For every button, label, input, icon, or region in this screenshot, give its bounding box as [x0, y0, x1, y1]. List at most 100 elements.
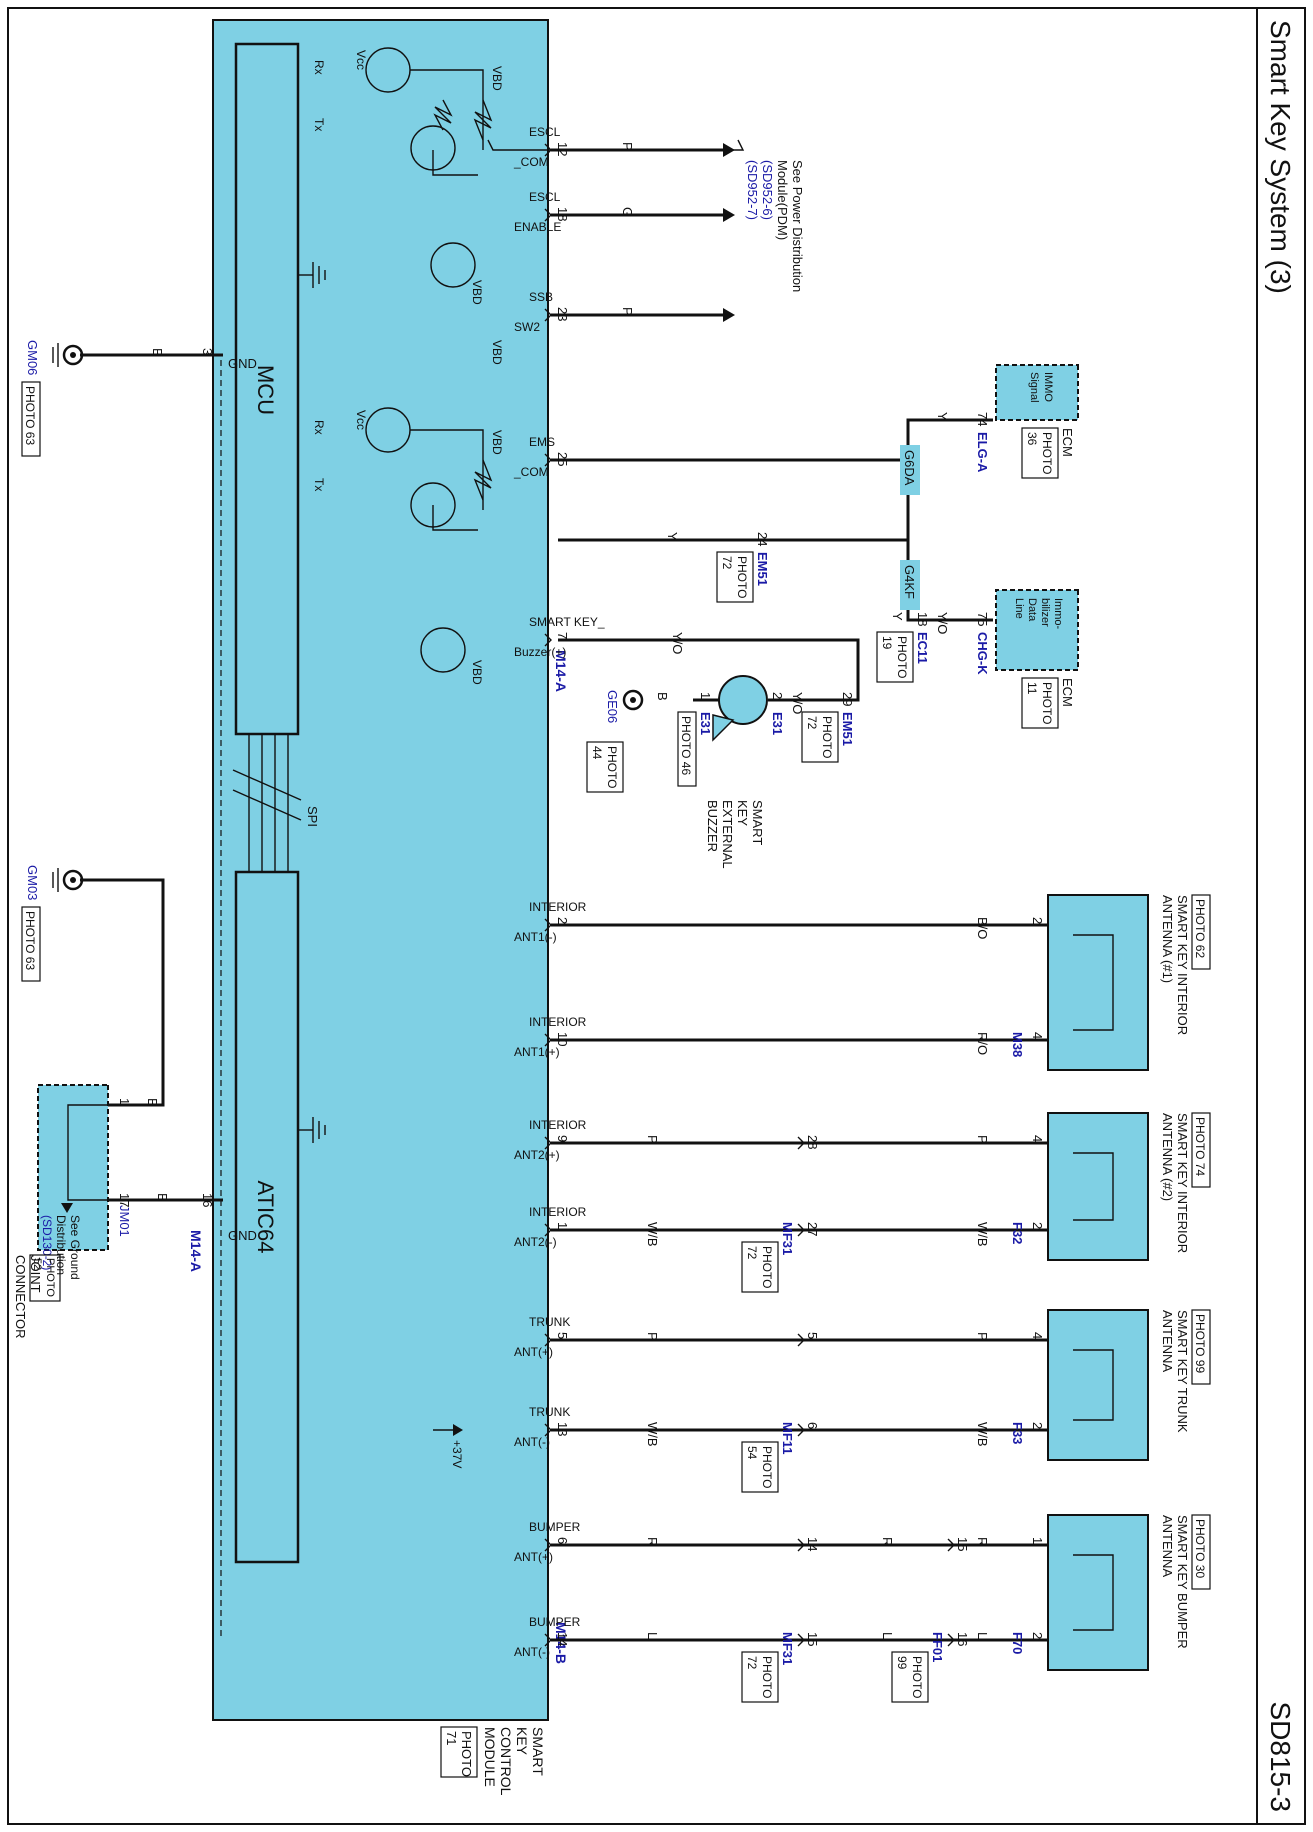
- antenna-4-mid-terminal-a: [797, 1538, 805, 1552]
- gm03-label: GM03: [25, 865, 40, 900]
- antenna-2-mid-terminal-b: [797, 1223, 805, 1237]
- antenna-4-mid-photo-box: [741, 1651, 779, 1703]
- g6da-label: G6DA: [902, 450, 917, 486]
- module-pin-name-23-2: SW2: [514, 320, 540, 334]
- antenna-name-2-2: ANTENNA (#2): [1160, 1113, 1175, 1201]
- module-pin-name-14-2: ANT(-): [514, 1645, 550, 1659]
- ge06-photo-box: [586, 741, 624, 793]
- ecm1-line-1: ECM: [1060, 428, 1075, 457]
- pdm-wire-color-23: P: [620, 307, 635, 316]
- module-pin-name-2-2: ANT1(-): [514, 930, 557, 944]
- module-name-line-4: MODULE: [482, 1727, 498, 1787]
- pdm-note-line-1: See Power Distribution: [790, 160, 805, 292]
- gm06-label: GM06: [25, 340, 40, 375]
- transistor-circuit-ems: [365, 407, 493, 673]
- ge06-photo-line-1: PHOTO: [605, 746, 619, 788]
- antenna-photo-box-1: [1191, 894, 1211, 970]
- antenna-2-mid-photo-2: 72: [745, 1246, 759, 1260]
- antenna-3-mid-wire-color-b: W/B: [645, 1422, 660, 1447]
- antenna-coil-3: [1073, 1349, 1114, 1421]
- antenna-3-wire-color-a: P: [975, 1332, 990, 1341]
- em51-photo-line-2: 72: [720, 556, 734, 570]
- page-border: [7, 7, 1306, 1825]
- ecm2-line-2: PHOTO: [1040, 682, 1054, 724]
- buzzer-symbol: [712, 675, 768, 742]
- connector-m14a-label: M14-A: [553, 650, 569, 692]
- antenna-2-mid-pin-b: 27: [805, 1222, 820, 1236]
- antenna-2-pin-b: 2: [1030, 1222, 1045, 1229]
- tx-label-1: Tx: [312, 118, 326, 131]
- module-pin-name-5-1: TRUNK: [529, 1315, 570, 1329]
- module-pin-name-1-1: INTERIOR: [529, 1205, 587, 1219]
- buzzer-name-line-2: KEY: [735, 800, 750, 826]
- antenna-4: [1047, 1514, 1149, 1671]
- pdm-note-line-3: (SD952-6): [760, 160, 775, 220]
- module-pin-number-9: 9: [555, 1135, 570, 1142]
- buzzer-em51-photo-line-2: 72: [805, 716, 819, 730]
- antenna-photo-box-2: [1191, 1112, 1211, 1188]
- antenna-4-mid2-terminal-a: [947, 1538, 955, 1552]
- pdm-note-line-2: Module(PDM): [775, 160, 790, 240]
- module-name-line-3: CONTROL: [498, 1727, 514, 1796]
- jc-note-line-2: Distribution: [54, 1215, 68, 1275]
- wire-ecm-g6da: [558, 418, 993, 542]
- antenna-2-wire-color-b: W/B: [975, 1222, 990, 1247]
- jc-name-line-1: JOINT: [28, 1255, 43, 1293]
- module-name-line-1: SMART: [530, 1727, 546, 1776]
- antenna-1-connector: M38: [1010, 1032, 1025, 1057]
- pdm-terminal-23: [723, 308, 735, 322]
- module-pin-name-12-1: ESCL: [529, 125, 561, 139]
- module-name-line-2: KEY: [514, 1727, 530, 1756]
- module-pin-name-18-2: ENABLE: [514, 220, 561, 234]
- e31-label-b: E31: [698, 712, 713, 735]
- gm03-photo-box: [21, 906, 41, 982]
- ge06-photo-line-2: 44: [590, 746, 604, 760]
- antenna-4-mid-terminal-b: [797, 1633, 805, 1647]
- antenna-4-mid-connector: MF31: [780, 1632, 795, 1665]
- antenna-4-mid-photo-2: 72: [745, 1656, 759, 1670]
- e31-label-a: E31: [770, 712, 785, 735]
- module-pin-number-6: 6: [555, 1537, 570, 1544]
- antenna-coil-2: [1073, 1152, 1114, 1221]
- antenna-name-2-1: SMART KEY INTERIOR: [1175, 1113, 1190, 1253]
- spi-label: SPI: [305, 806, 320, 827]
- antenna-3-mid-pin-a: 5: [805, 1332, 820, 1339]
- antenna-3-mid-photo-1: PHOTO: [760, 1446, 774, 1488]
- wire-b-buzzer: B: [655, 692, 670, 701]
- atic64-block: [234, 870, 300, 1564]
- antenna-4-pin-b: 2: [1030, 1632, 1045, 1639]
- antenna-1: [1047, 894, 1149, 1071]
- ec11-photo-line-1: PHOTO: [895, 636, 909, 678]
- e31-photo-box: [677, 711, 697, 787]
- antenna-4-mid-photo-1: PHOTO: [760, 1656, 774, 1698]
- antenna-coil-4: [1073, 1554, 1114, 1631]
- module-pin-name-9-2: ANT2(+): [514, 1148, 560, 1162]
- mcu-label: MCU: [253, 365, 278, 415]
- module-pin-name-18-1: ESCL: [529, 190, 561, 204]
- pdm-note-line-4: (SD952-7): [745, 160, 760, 220]
- wire-b-jm01: B: [155, 1193, 170, 1202]
- gm03-photo: PHOTO 63: [23, 911, 37, 970]
- antenna-1-pin-b: 4: [1030, 1032, 1045, 1039]
- antenna-4-wire-color-a: R: [975, 1537, 990, 1546]
- antenna-2-mid-pin-a: 28: [805, 1135, 820, 1149]
- ecm2-photo-box: [1021, 677, 1059, 729]
- wire-yo-7: Y/O: [670, 632, 685, 654]
- jm01-label: JM01: [117, 1205, 132, 1237]
- gm06-photo: PHOTO 63: [23, 386, 37, 445]
- antenna-4-mid2-pin-b: 16: [955, 1632, 970, 1646]
- em51-pin-29: 29: [840, 692, 855, 706]
- antenna-2-mid-photo-1: PHOTO: [760, 1246, 774, 1288]
- pdm-note: See Power Distribution Module(PDM) (SD95…: [745, 160, 805, 292]
- antenna-coil-1: [1073, 934, 1114, 1031]
- antenna-2-mid-wire-color-b: W/B: [645, 1222, 660, 1247]
- antenna-2-pin-a: 4: [1030, 1135, 1045, 1142]
- ecm1-line-3: 36: [1025, 432, 1039, 446]
- antenna-2: [1047, 1112, 1149, 1261]
- antenna-4-mid2-terminal-b: [947, 1633, 955, 1647]
- ge06-label: GE06: [605, 690, 620, 723]
- ground-symbol-mcu: [298, 262, 326, 288]
